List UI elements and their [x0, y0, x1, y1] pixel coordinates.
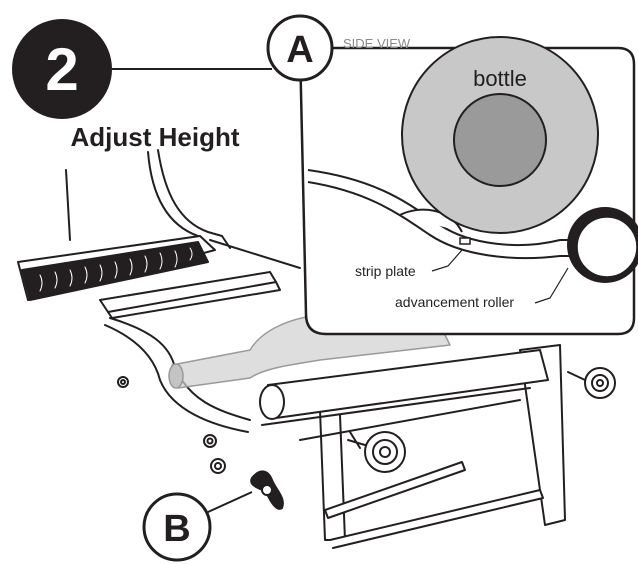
side-hole-2-inner: [206, 437, 214, 445]
advancement-roller-hub: [576, 216, 638, 278]
callout-b-leader: [207, 491, 253, 513]
right-adjust-knob: [584, 367, 616, 399]
main-roller-end: [259, 384, 285, 420]
right-knob-stud: [567, 371, 586, 381]
wing-nut-hole: [261, 484, 273, 496]
inset-lower-profile: [307, 181, 634, 260]
left-adjust-knob-hub: [379, 446, 391, 458]
strip-plate-leader: [431, 249, 463, 272]
step-number-circle: [12, 19, 112, 119]
side-hole-1: [117, 376, 129, 388]
brush-bristles: [39, 247, 193, 292]
callout-b-circle: [142, 492, 212, 562]
left-adjust-knob-inner: [372, 439, 398, 465]
step-title: Adjust Height: [71, 122, 240, 152]
housing-back-line-2: [147, 151, 199, 237]
callout-b-letter: B: [163, 508, 190, 550]
step-badge: 2: [12, 19, 272, 119]
callout-a-circle: [266, 14, 334, 82]
right-frame-plate: [519, 344, 566, 526]
side-hole-2: [203, 434, 217, 448]
housing-top-edge: [209, 239, 301, 269]
side-hole-3: [210, 458, 226, 474]
guide-post: [65, 169, 71, 241]
callout-a-letter: A: [286, 29, 313, 71]
strip-rail-edge: [107, 281, 281, 319]
housing-back-line: [157, 149, 231, 249]
left-knob-stud: [347, 431, 366, 449]
step-number: 2: [45, 36, 78, 103]
bottle-inner-core: [453, 93, 547, 187]
side-hole-1-inner: [120, 379, 126, 385]
side-view-inset: SIDE VIEW bottle strip plate advancement…: [298, 36, 638, 336]
lower-rod-2: [329, 489, 544, 549]
deck-curve-2: [104, 324, 249, 433]
inset-strip-plate: [459, 237, 471, 245]
bottle-label: bottle: [473, 66, 527, 91]
strip-plate-label: strip plate: [355, 263, 416, 279]
left-frame-plate: [319, 409, 346, 541]
left-adjust-knob: [364, 431, 406, 473]
callout-b: B: [142, 491, 253, 562]
ghost-bottle-neck: [168, 363, 184, 389]
right-adjust-knob-hub: [596, 379, 604, 387]
roller-leader: [534, 267, 569, 304]
inset-strip-bump: [399, 208, 463, 233]
callout-a: A: [266, 14, 334, 82]
lower-rod-1: [324, 461, 466, 519]
roller-shadow-line: [261, 387, 531, 426]
side-view-label: SIDE VIEW: [343, 36, 411, 51]
side-hole-3-inner: [214, 462, 222, 470]
roller-label: advancement roller: [395, 294, 514, 310]
lower-frame-line: [299, 399, 521, 441]
right-adjust-knob-inner: [591, 374, 609, 392]
